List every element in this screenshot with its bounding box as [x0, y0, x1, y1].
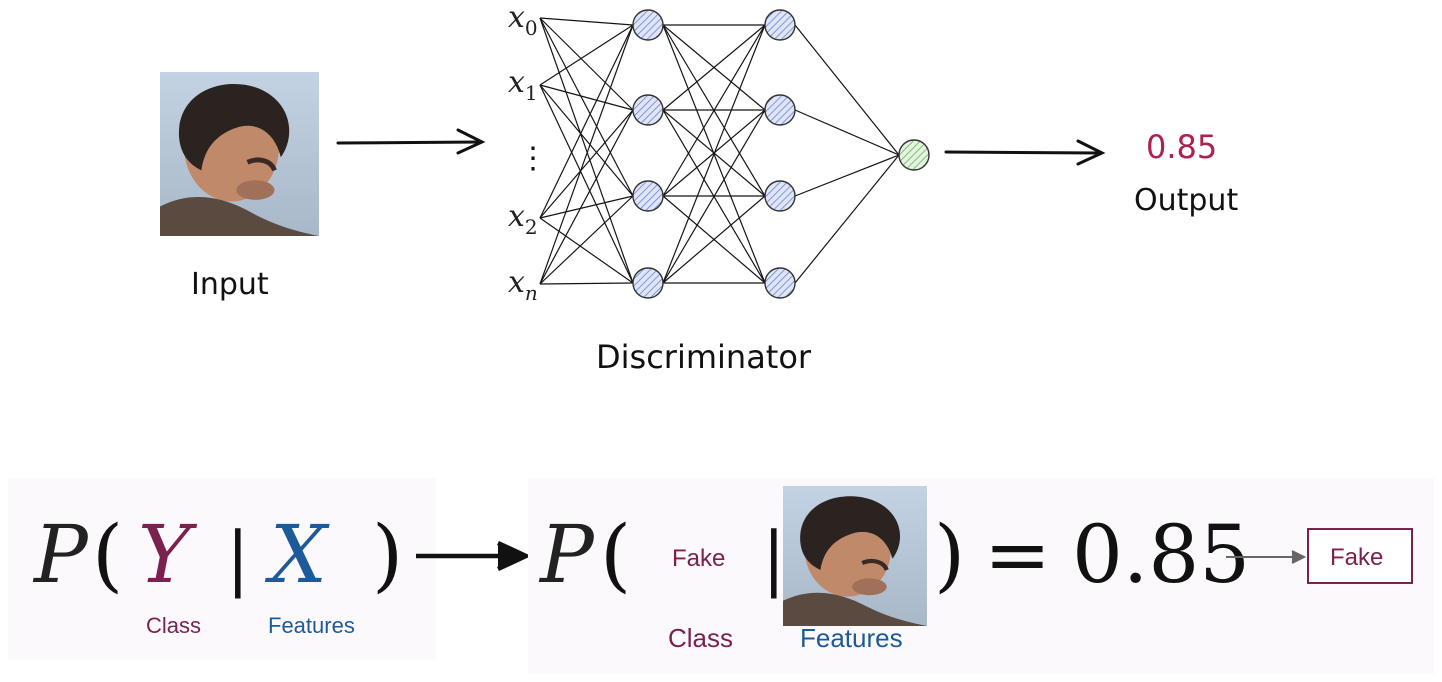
input-node-xn: xn: [508, 265, 538, 305]
formula-left-close-paren: ): [372, 508, 403, 601]
input-nodes: x0 x1 ⋮ x2 xn: [508, 0, 548, 305]
output-node: [898, 139, 930, 171]
network-edge: [662, 24, 766, 284]
equals-sign: =: [984, 508, 1051, 601]
hidden-node: [764, 94, 796, 126]
formula-right-close-paren: ): [934, 508, 965, 601]
network-edge: [794, 24, 900, 156]
network-edge: [539, 24, 634, 285]
hidden-node: [632, 267, 664, 299]
network-edge: [539, 195, 634, 285]
network-edge: [539, 17, 634, 284]
input-node-x2: x2: [508, 199, 538, 239]
hidden-node: [764, 180, 796, 212]
formula-left-y: Y: [138, 508, 198, 601]
network-edge: [539, 24, 634, 219]
class-label-left: Class: [146, 613, 201, 638]
formula-left: P ( Y | X ) Class Features: [32, 508, 403, 638]
formula-left-bar: |: [226, 517, 250, 599]
features-label-right: Features: [800, 623, 903, 653]
network-edge: [662, 195, 766, 284]
formula-right-p: P: [538, 508, 595, 601]
network-edge: [794, 154, 900, 197]
network-edge: [662, 24, 766, 111]
network-edge: [539, 109, 634, 285]
formula-arrow: [416, 540, 532, 572]
class-label-right: Class: [668, 623, 733, 653]
probability-value: 0.85: [1072, 508, 1250, 601]
network-edge: [539, 17, 634, 111]
formula-right-open-paren: (: [600, 508, 631, 601]
network-edges: [539, 17, 900, 285]
output-label: Output: [1134, 183, 1238, 218]
network-edge: [539, 282, 634, 285]
formula-left-x: X: [264, 508, 330, 601]
result-box-label: Fake: [1330, 544, 1383, 571]
network-edge: [662, 109, 766, 284]
network-edge: [539, 17, 634, 26]
network-edge: [539, 217, 634, 284]
input-label: Input: [191, 267, 269, 302]
formula-left-p: P: [32, 508, 89, 601]
hidden-node: [632, 9, 664, 41]
network-edge: [539, 24, 634, 86]
hidden-node: [764, 267, 796, 299]
result-box: [1307, 528, 1413, 584]
hidden-layer-2: [764, 9, 796, 299]
formula-left-open-paren: (: [92, 508, 123, 601]
network-edge: [794, 154, 900, 284]
network-edge: [539, 17, 634, 197]
input-node-x0: x0: [508, 0, 538, 40]
output-arrow: [944, 139, 1106, 166]
network-edge: [539, 195, 634, 219]
formula-left-panel: [8, 478, 436, 660]
input-node-ellipsis: ⋮: [518, 141, 548, 176]
input-arrow: [336, 128, 486, 155]
hidden-layer-1: [632, 9, 664, 299]
formula-right-bar: |: [762, 517, 786, 599]
network-edge: [539, 84, 634, 111]
input-image: [160, 72, 319, 236]
formula-right-panel: [528, 478, 1434, 674]
network-edge: [794, 109, 900, 156]
result-arrow: [1226, 550, 1307, 564]
hidden-node: [632, 94, 664, 126]
formula-right: P ( Fake | ) = 0.85 Class Features Fake: [538, 486, 1413, 653]
network-edge: [662, 24, 766, 197]
network-edge: [539, 84, 634, 284]
features-image: [783, 486, 927, 626]
hidden-node: [632, 180, 664, 212]
network-edge: [539, 84, 634, 197]
network-edge: [539, 109, 634, 219]
output-value: 0.85: [1146, 128, 1217, 166]
features-label-left: Features: [268, 613, 355, 638]
input-node-x1: x1: [508, 65, 538, 105]
fake-class-word: Fake: [672, 545, 725, 572]
discriminator-label: Discriminator: [596, 338, 812, 376]
hidden-node: [764, 9, 796, 41]
